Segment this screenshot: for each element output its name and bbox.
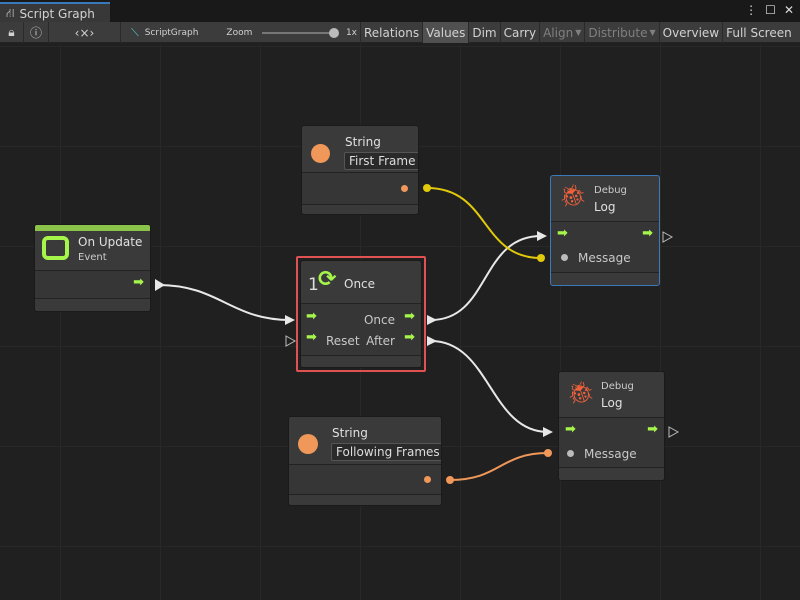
distribute-dropdown[interactable]: Distribute▼	[585, 22, 660, 43]
relations-button[interactable]: Relations	[361, 22, 424, 43]
flow-arrow-icon: ➡	[647, 422, 658, 437]
distribute-label: Distribute	[588, 25, 648, 40]
lock-icon[interactable]: 🔒︎	[0, 22, 24, 43]
node-debug-log-2[interactable]: 🐞︎ Debug Log ➡ ➡ Message	[558, 371, 665, 481]
close-icon[interactable]: ✕	[783, 3, 794, 17]
node-string-following-frames[interactable]: String Following Frames	[288, 416, 442, 506]
node-category: Debug	[594, 185, 627, 196]
info-icon[interactable]: ⓘ	[24, 22, 49, 43]
flow-arrow-icon: ➡	[404, 309, 415, 324]
string-type-icon	[311, 144, 330, 163]
refresh-icon: ⟳	[318, 267, 337, 292]
node-category: Debug	[601, 381, 634, 392]
flow-arrow-icon: ➡	[306, 309, 317, 324]
string-value-input[interactable]: First Frame	[344, 152, 418, 170]
align-dropdown[interactable]: Align▼	[540, 22, 586, 43]
string-type-icon	[298, 434, 318, 454]
node-title: On Update	[78, 235, 143, 249]
dim-button[interactable]: Dim	[469, 22, 501, 43]
node-subtitle: Event	[78, 252, 107, 263]
port-label-reset: Reset	[326, 334, 360, 348]
graph-icon: ⛙	[6, 5, 15, 20]
node-title: Once	[344, 277, 376, 291]
port-label-message: Message	[578, 251, 631, 265]
output-dot-icon	[401, 185, 408, 192]
zoom-label: Zoom	[226, 27, 253, 38]
zoom-slider[interactable]	[262, 27, 339, 38]
node-on-update[interactable]: On Update Event ➡	[34, 224, 151, 312]
output-dot-icon	[424, 476, 431, 483]
graph-breadcrumb: ⟍ ScriptGraph Zoom 1x	[121, 22, 361, 43]
bug-icon: 🐞︎	[559, 184, 587, 209]
string-value-input[interactable]: Following Frames	[331, 443, 441, 461]
overview-button[interactable]: Overview	[660, 22, 724, 43]
code-icon[interactable]: ‹×›	[49, 22, 121, 43]
tab-script-graph[interactable]: ⛙ Script Graph	[0, 2, 110, 22]
node-title: String	[345, 135, 381, 149]
values-button[interactable]: Values	[423, 22, 470, 43]
flow-arrow-icon: ➡	[306, 330, 317, 345]
node-debug-log-1[interactable]: 🐞︎ Debug Log ➡ ➡ Message	[550, 175, 660, 286]
more-icon[interactable]: ⋮	[745, 3, 758, 17]
bug-icon: 🐞︎	[567, 381, 595, 406]
carry-button[interactable]: Carry	[501, 22, 541, 43]
input-dot-icon	[561, 254, 568, 261]
caret-down-icon: ▼	[649, 28, 656, 37]
flow-arrow-icon: ➡	[565, 422, 576, 437]
port-label-message: Message	[584, 447, 637, 461]
script-graph-icon: ⟍	[131, 25, 139, 39]
node-title: Log	[601, 396, 623, 410]
maximize-icon[interactable]: ☐	[765, 3, 776, 17]
align-label: Align	[543, 25, 574, 40]
port-label-once: Once	[363, 313, 395, 327]
node-title: Log	[594, 200, 616, 214]
full-screen-button[interactable]: Full Screen	[726, 25, 792, 40]
node-title: String	[332, 426, 368, 440]
port-label-after: After	[366, 334, 395, 348]
update-loop-icon	[42, 236, 69, 260]
flow-arrow-icon: ➡	[404, 330, 415, 345]
tab-title: Script Graph	[19, 6, 95, 21]
toolbar: 🔒︎ ⓘ ‹×› ⟍ ScriptGraph Zoom 1x Relations…	[0, 22, 800, 43]
selection-highlight	[296, 256, 426, 372]
node-once[interactable]: 1 ⟳ Once ➡ Once ➡ ➡ Reset After ➡	[300, 260, 422, 368]
zoom-value: 1x	[345, 27, 357, 38]
graph-name[interactable]: ScriptGraph	[144, 27, 199, 38]
caret-down-icon: ▼	[575, 28, 582, 37]
tab-bar: ⛙ Script Graph ⋮ ☐ ✕	[0, 0, 800, 22]
flow-arrow-icon: ➡	[557, 226, 568, 241]
flow-arrow-icon: ➡	[642, 226, 653, 241]
once-number-icon: 1	[308, 275, 319, 295]
node-string-first-frame[interactable]: String First Frame	[301, 125, 419, 215]
input-dot-icon	[567, 450, 574, 457]
flow-arrow-icon: ➡	[133, 275, 144, 290]
